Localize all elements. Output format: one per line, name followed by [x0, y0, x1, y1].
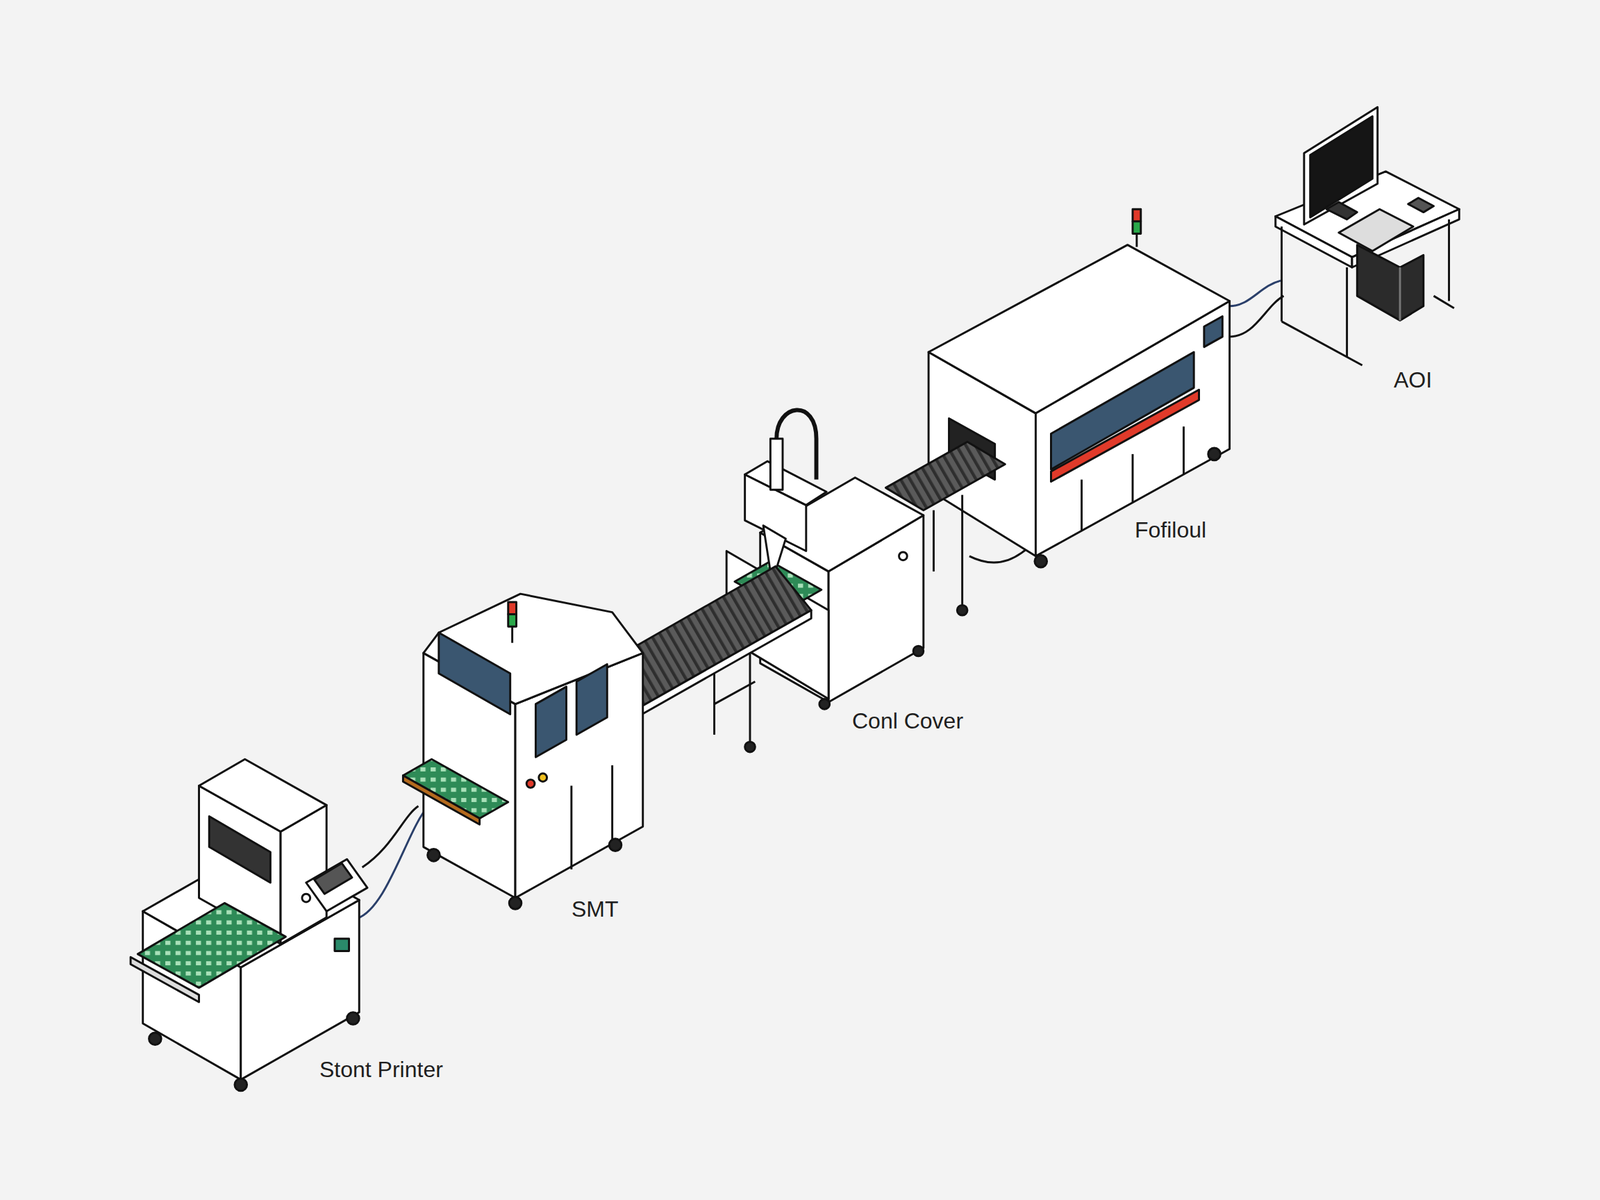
machine-label: Fofiloul — [1134, 518, 1207, 543]
machine-label: AOI — [1393, 368, 1432, 393]
machine-label: SMT — [571, 897, 619, 922]
machine-label: Conl Cover — [852, 709, 964, 734]
machine-label: Stont Printer — [319, 1057, 444, 1082]
